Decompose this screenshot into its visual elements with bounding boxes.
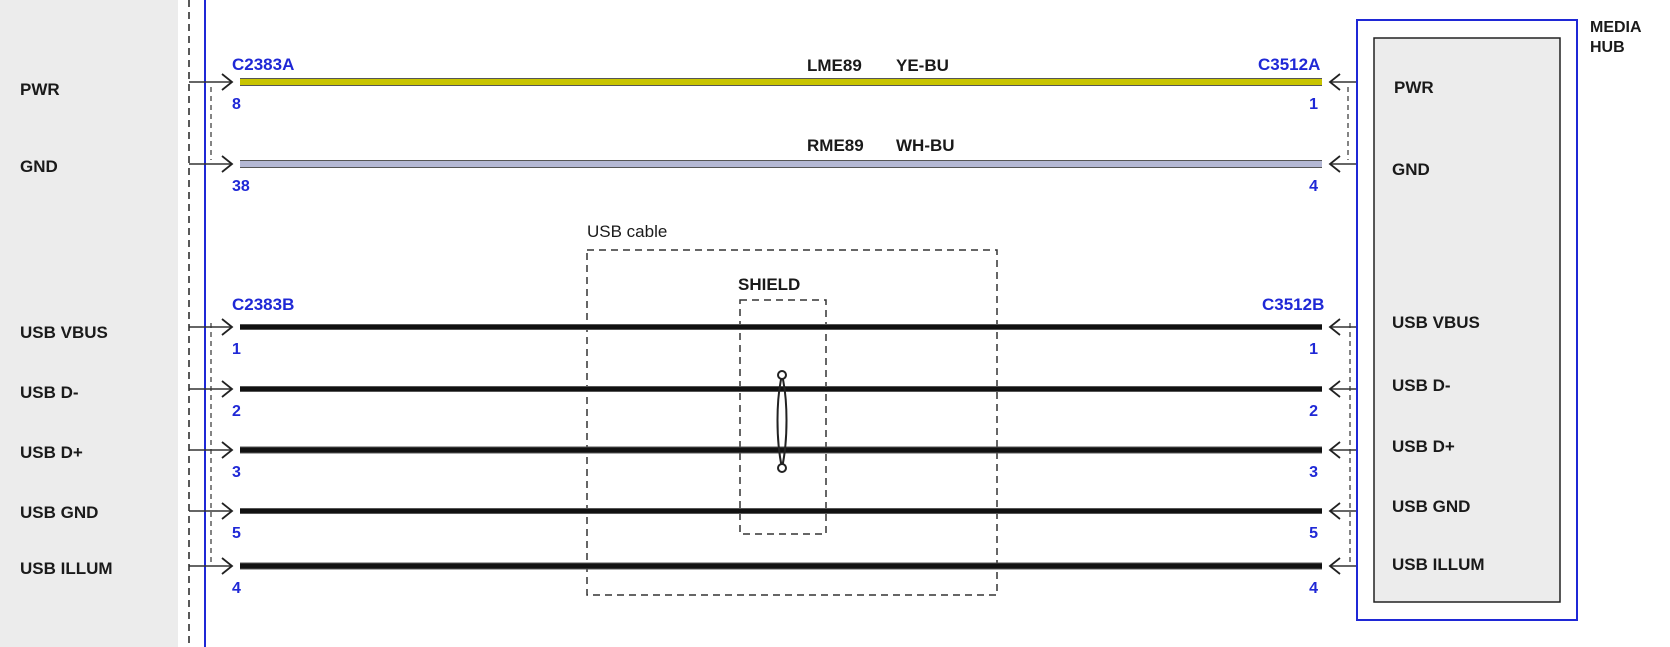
usb-cable-label: USB cable <box>587 222 667 241</box>
left-arrow-icon-usb-vbus <box>221 318 234 336</box>
left-arrow-icon-usb-d-plus <box>221 441 234 459</box>
connector-left-top: C2383A <box>232 55 294 74</box>
right-pin-usb-d-plus: 3 <box>1309 464 1318 481</box>
connector-right-bottom: C3512B <box>1262 295 1324 314</box>
right-pin-gnd: 4 <box>1309 178 1318 195</box>
left-label-pwr: PWR <box>20 80 60 99</box>
left-arrow-icon-pwr <box>221 73 234 91</box>
wire-circuit-pwr: LME89 <box>807 56 862 75</box>
media-hub-label-2: HUB <box>1590 39 1625 56</box>
media-hub-label-1: MEDIA <box>1590 19 1642 36</box>
right-arrow-icon-usb-gnd <box>1328 502 1341 520</box>
wire-circuit-gnd: RME89 <box>807 136 864 155</box>
right-label-usb-gnd: USB GND <box>1392 497 1470 516</box>
right-label-usb-d-plus: USB D+ <box>1392 437 1455 456</box>
wire-color-pwr: YE-BU <box>896 56 949 75</box>
left-label-gnd: GND <box>20 157 58 176</box>
left-pin-usb-illum: 4 <box>232 580 241 597</box>
right-arrow-icon-pwr <box>1328 73 1341 91</box>
right-label-usb-vbus: USB VBUS <box>1392 313 1480 332</box>
left-label-usb-vbus: USB VBUS <box>20 323 108 342</box>
right-pin-usb-gnd: 5 <box>1309 525 1318 542</box>
right-arrow-icon-usb-d-plus <box>1328 441 1341 459</box>
shield-twist-symbol <box>776 370 788 473</box>
left-pin-gnd: 38 <box>232 178 250 195</box>
right-pin-usb-d-minus: 2 <box>1309 403 1318 420</box>
right-arrow-icon-usb-d-minus <box>1328 380 1341 398</box>
usb-cable-box <box>586 249 998 596</box>
left-label-usb-d-plus: USB D+ <box>20 443 83 462</box>
shield-label: SHIELD <box>738 275 800 294</box>
right-label-usb-illum: USB ILLUM <box>1392 555 1485 574</box>
media-hub-inner <box>1373 37 1561 603</box>
left-pin-usb-gnd: 5 <box>232 525 241 542</box>
right-pin-usb-illum: 4 <box>1309 580 1318 597</box>
right-pin-usb-vbus: 1 <box>1309 341 1318 358</box>
left-label-usb-illum: USB ILLUM <box>20 559 113 578</box>
right-arrow-icon-gnd <box>1328 155 1341 173</box>
left-label-usb-d-minus: USB D- <box>20 383 79 402</box>
connector-left-bottom: C2383B <box>232 295 294 314</box>
right-label-usb-d-minus: USB D- <box>1392 376 1451 395</box>
wire-color-gnd: WH-BU <box>896 136 955 155</box>
left-pin-usb-d-minus: 2 <box>232 403 241 420</box>
left-pin-pwr: 8 <box>232 96 241 113</box>
right-arrow-icon-usb-vbus <box>1328 318 1341 336</box>
shield-box <box>739 299 827 535</box>
right-arrow-icon-usb-illum <box>1328 557 1341 575</box>
left-arrow-icon-usb-illum <box>221 557 234 575</box>
wires-group: 8 1 38 4 1 1 2 2 3 3 5 5 4 4 <box>189 73 1374 597</box>
left-arrow-icon-gnd <box>221 155 234 173</box>
left-pin-usb-vbus: 1 <box>232 341 241 358</box>
left-panel <box>0 0 178 647</box>
right-pin-pwr: 1 <box>1309 96 1318 113</box>
connector-right-top: C3512A <box>1258 55 1320 74</box>
left-label-usb-gnd: USB GND <box>20 503 98 522</box>
right-label-pwr: PWR <box>1394 78 1434 97</box>
left-pin-usb-d-plus: 3 <box>232 464 241 481</box>
left-arrow-icon-usb-d-minus <box>221 380 234 398</box>
left-arrow-icon-usb-gnd <box>221 502 234 520</box>
right-label-gnd: GND <box>1392 160 1430 179</box>
